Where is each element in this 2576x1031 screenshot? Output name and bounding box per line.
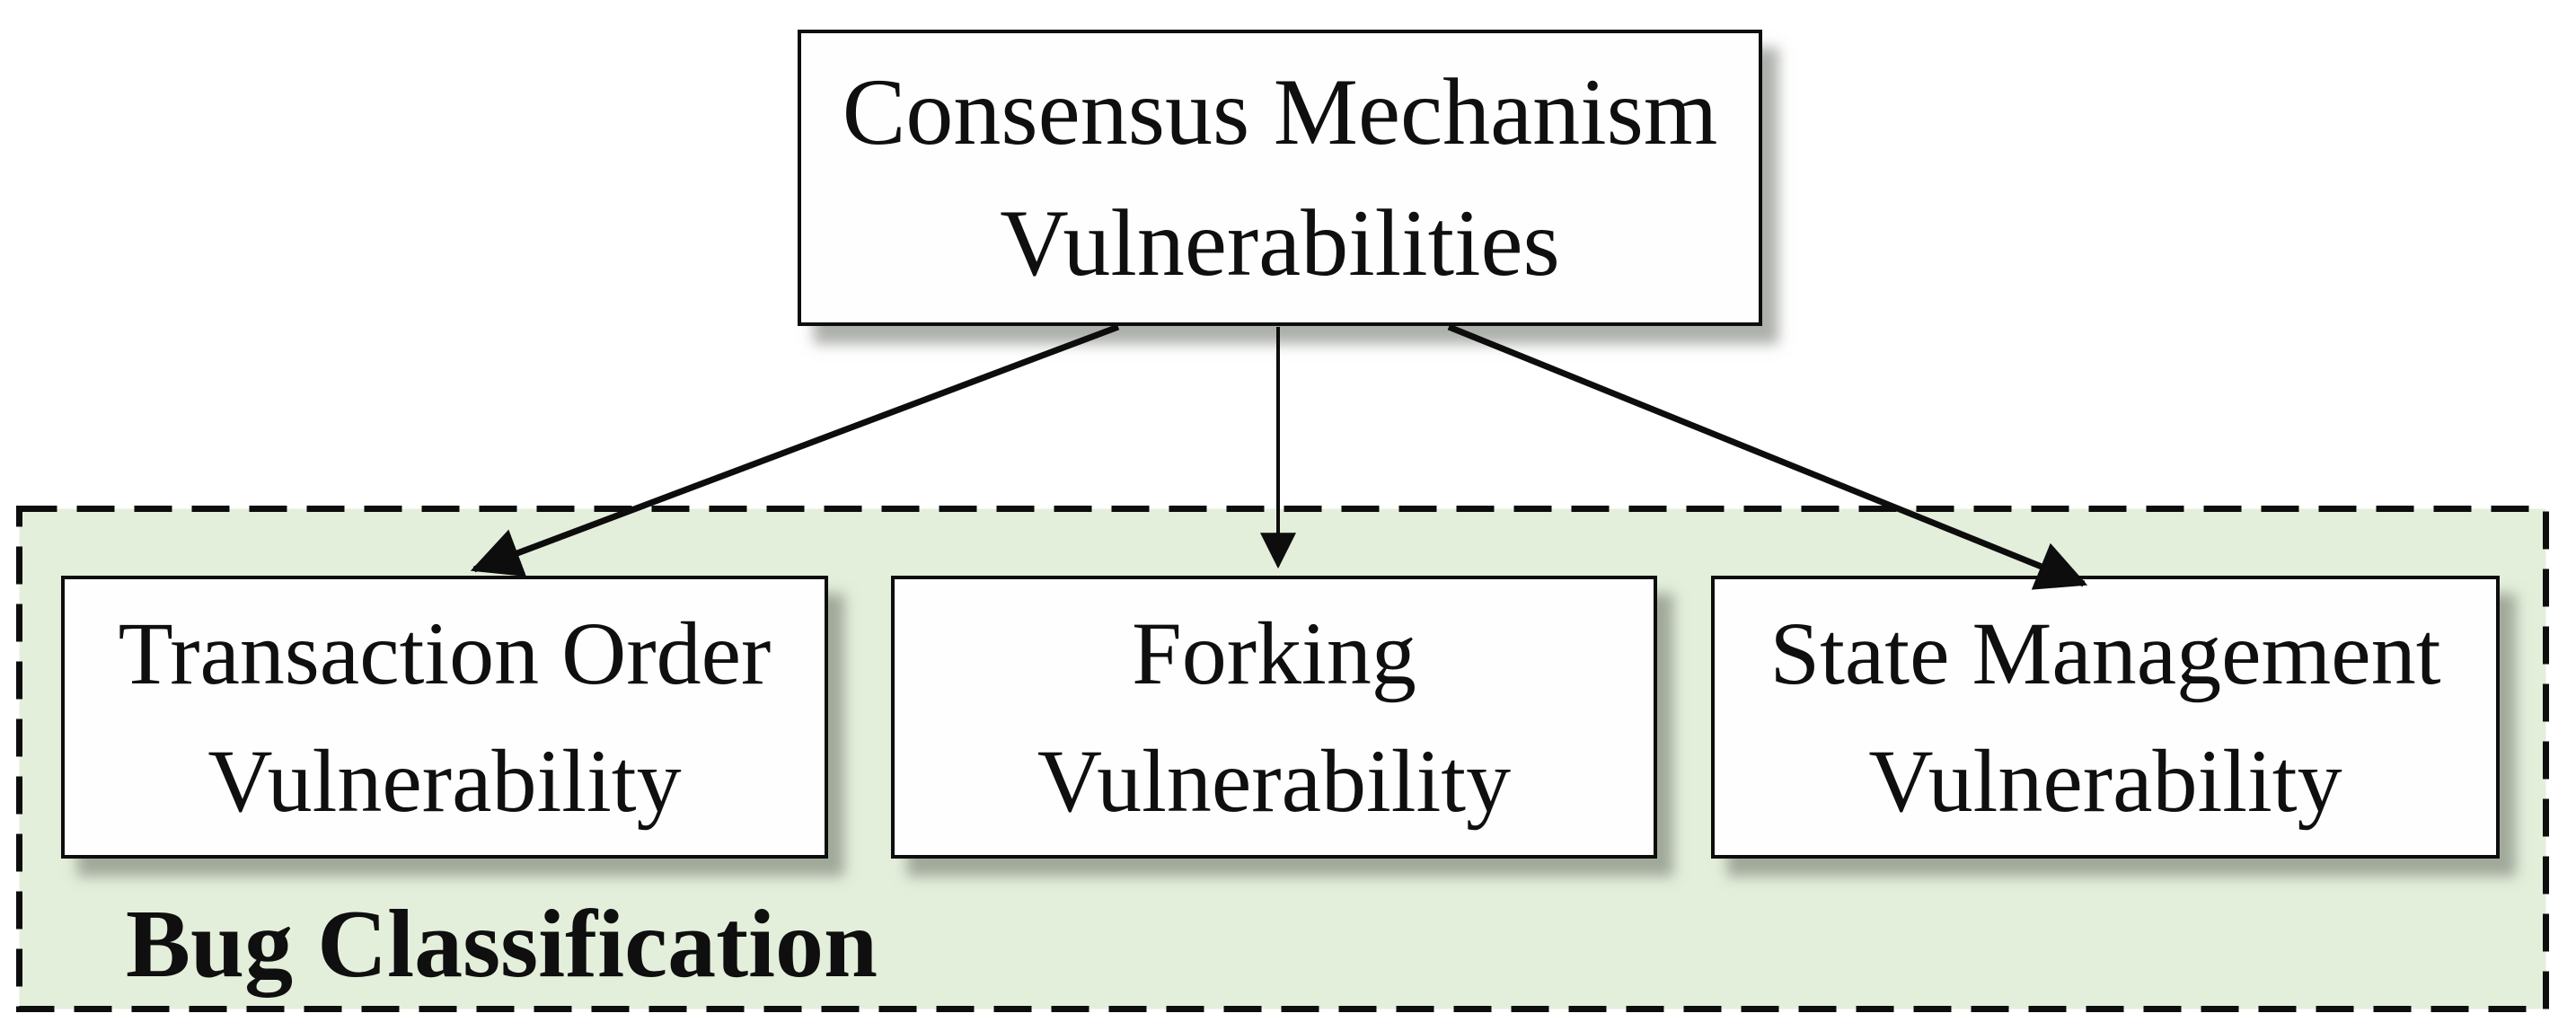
node-label-line: Vulnerability: [207, 730, 682, 831]
node-label-line: Forking: [1132, 603, 1416, 703]
edge-root-to-state-management-arrow: [1447, 323, 2088, 590]
node-label-line: Vulnerability: [1037, 730, 1512, 831]
node-label-line: Vulnerability: [1868, 730, 2342, 831]
node-consensus-mechanism-vulnerabilities: Consensus Mechanism Vulnerabilities: [798, 30, 1762, 326]
node-state-management-vulnerability: State Management Vulnerability: [1711, 576, 2500, 859]
node-label-line: Consensus Mechanism: [842, 59, 1718, 164]
node-label-line: State Management: [1769, 603, 2441, 703]
node-label-line: Vulnerabilities: [1000, 190, 1560, 295]
node-label-line: Transaction Order: [118, 603, 772, 703]
edge-root-to-transaction-order-arrow: [470, 323, 1120, 577]
node-transaction-order-vulnerability: Transaction Order Vulnerability: [61, 576, 828, 859]
bug-classification-label: Bug Classification: [126, 891, 878, 998]
node-forking-vulnerability: Forking Vulnerability: [891, 576, 1657, 859]
